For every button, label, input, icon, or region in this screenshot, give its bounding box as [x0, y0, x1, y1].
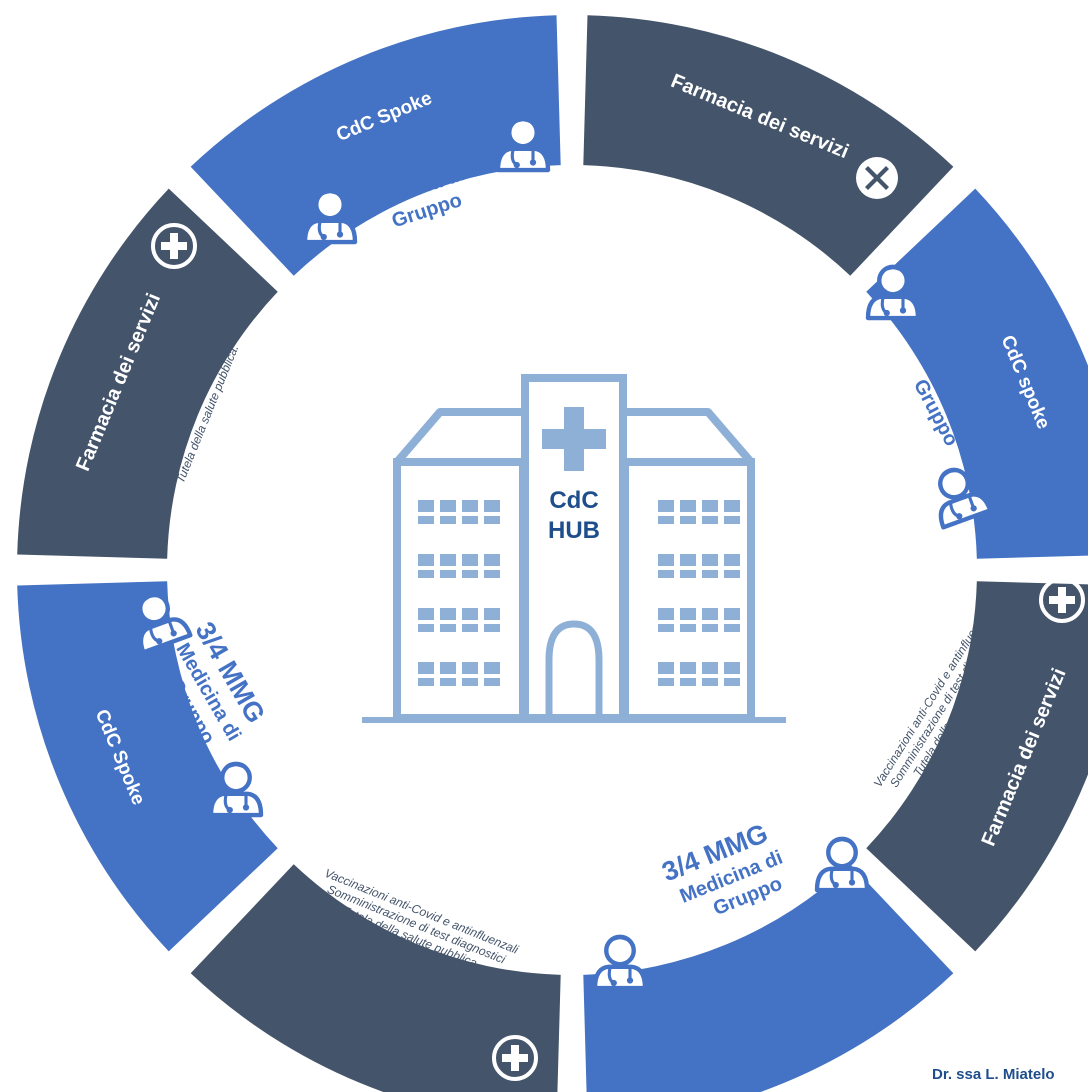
window-left [418, 624, 434, 632]
window-left [462, 516, 478, 524]
window-right [724, 500, 740, 512]
window-right [680, 516, 696, 524]
window-right [724, 678, 740, 686]
window-left [462, 608, 478, 620]
window-left [484, 678, 500, 686]
window-right [658, 554, 674, 566]
window-left [484, 662, 500, 674]
window-left [440, 570, 456, 578]
window-right [658, 608, 674, 620]
ring-segment-left [17, 581, 278, 952]
window-left [462, 570, 478, 578]
window-right [680, 678, 696, 686]
doctor-icon [817, 839, 867, 890]
window-right [724, 608, 740, 620]
window-left [418, 554, 434, 566]
window-right [724, 624, 740, 632]
window-left [418, 678, 434, 686]
window-left [440, 516, 456, 524]
window-right [658, 662, 674, 674]
left-wing [393, 458, 527, 722]
window-right [680, 570, 696, 578]
window-right [702, 516, 718, 524]
window-left [484, 554, 500, 566]
window-left [418, 570, 434, 578]
window-right [724, 554, 740, 566]
window-left [440, 678, 456, 686]
window-left [484, 500, 500, 512]
window-left [462, 500, 478, 512]
ring-segment-bottom [583, 864, 954, 1092]
ring-segment-top-right [583, 15, 954, 276]
window-right [680, 500, 696, 512]
window-right [658, 624, 674, 632]
window-right [702, 608, 718, 620]
entrance-door [545, 620, 603, 718]
cross-icon-top-right [856, 157, 898, 199]
window-right [658, 678, 674, 686]
footer-credit: Dr. ssa L. Miatelo [932, 1066, 1055, 1083]
ring-segment-right [866, 188, 1088, 559]
window-right [702, 678, 718, 686]
window-right [702, 554, 718, 566]
window-left [462, 624, 478, 632]
doctor-icon [595, 937, 645, 988]
window-left [418, 662, 434, 674]
window-left [484, 570, 500, 578]
hub-label-line1: CdC [549, 487, 598, 514]
window-left [440, 624, 456, 632]
ring-segment-top-left [190, 15, 561, 276]
window-right [702, 500, 718, 512]
window-left [462, 662, 478, 674]
window-right [658, 500, 674, 512]
hub-label-line2: HUB [548, 517, 600, 544]
window-right [724, 570, 740, 578]
window-left [418, 516, 434, 524]
window-left [418, 500, 434, 512]
window-left [440, 500, 456, 512]
ring-segment-bottom-left [190, 864, 561, 1092]
window-right [702, 624, 718, 632]
window-right [702, 662, 718, 674]
ring-segment-bottom-right [866, 581, 1088, 952]
window-right [680, 624, 696, 632]
window-left [440, 554, 456, 566]
right-roof [623, 408, 755, 465]
hub-building: CdC HUB [362, 374, 786, 723]
window-left [418, 608, 434, 620]
window-right [724, 662, 740, 674]
window-left [462, 678, 478, 686]
window-right [702, 570, 718, 578]
window-right [724, 516, 740, 524]
window-right [658, 516, 674, 524]
window-right [680, 608, 696, 620]
window-right [680, 554, 696, 566]
window-right [658, 570, 674, 578]
window-left [440, 662, 456, 674]
hospital-cross-icon [542, 407, 606, 471]
left-roof [393, 408, 525, 465]
ring-segment-upper-left [17, 188, 278, 559]
window-left [484, 608, 500, 620]
window-left [440, 608, 456, 620]
window-right [680, 662, 696, 674]
window-left [462, 554, 478, 566]
window-left [484, 516, 500, 524]
window-left [484, 624, 500, 632]
